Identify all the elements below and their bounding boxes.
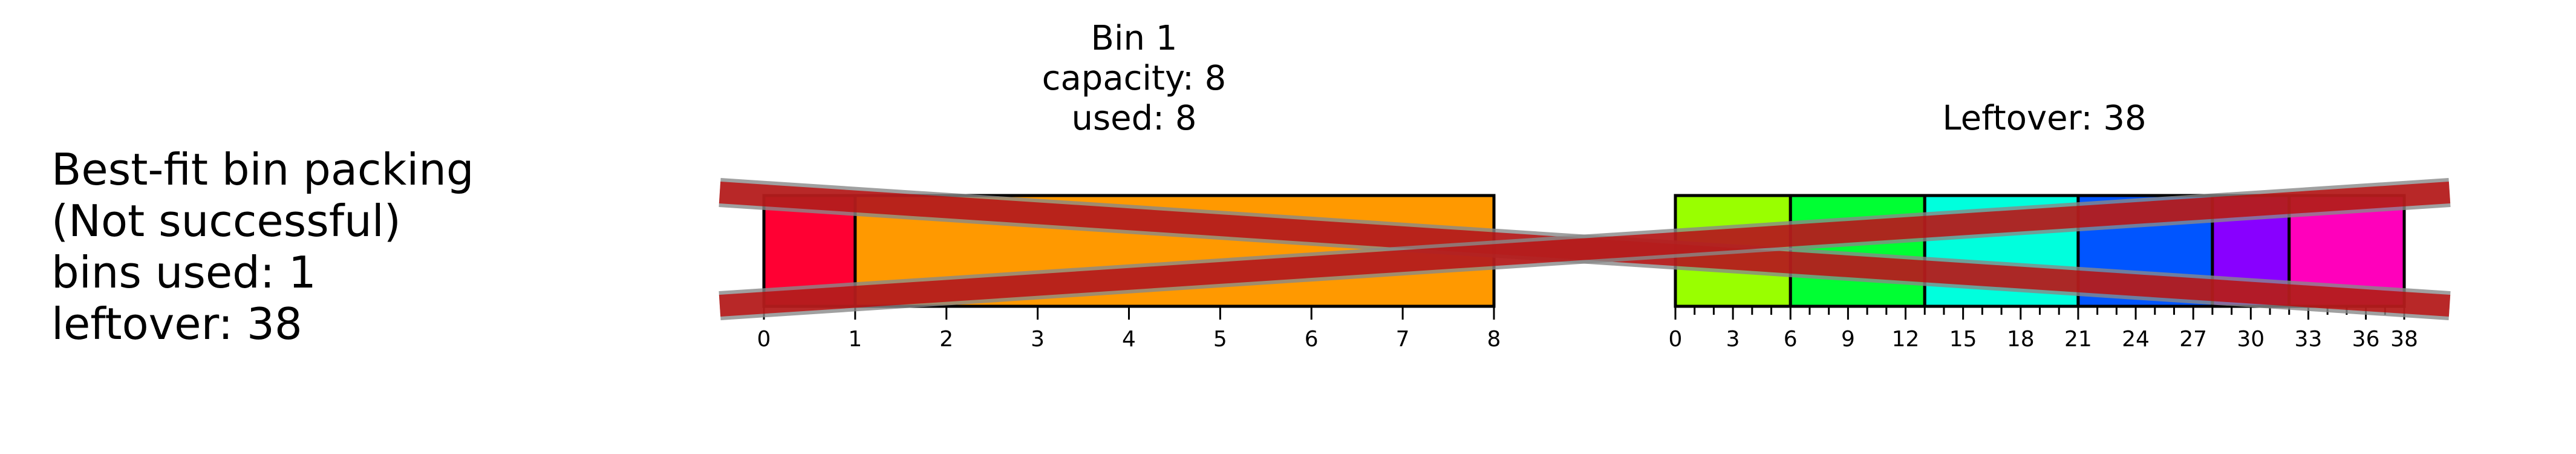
- bin-1-title: Bin 1: [1091, 19, 1178, 58]
- bin-1-used: used: 8: [1072, 99, 1197, 138]
- bin-1-axis: 0 1 2 3 4 5 6 7 8: [757, 306, 1501, 352]
- failure-cross-mark: [719, 178, 2451, 320]
- bin-1-tick-label-3: 3: [1031, 327, 1045, 352]
- bin-1-tick-label-1: 1: [848, 327, 862, 352]
- leftover-tick-label-6: 6: [1784, 327, 1798, 352]
- leftover-tick-label-21: 21: [2064, 327, 2092, 352]
- summary-title: Best-fit bin packing: [51, 144, 474, 195]
- leftover-tick-label-15: 15: [1949, 327, 1977, 352]
- leftover-title: Leftover: 38: [1942, 99, 2146, 138]
- bin-1-tick-label-7: 7: [1396, 327, 1410, 352]
- leftover-tick-label-18: 18: [2007, 327, 2035, 352]
- bin-1-tick-label-6: 6: [1305, 327, 1319, 352]
- leftover-tick-label-38: 38: [2390, 327, 2418, 352]
- bin-1-header: Bin 1 capacity: 8 used: 8: [1042, 19, 1227, 138]
- summary-status: (Not successful): [51, 196, 401, 246]
- failure-band-2: [719, 182, 2451, 317]
- bin-1-tick-label-2: 2: [939, 327, 953, 352]
- leftover-tick-label-33: 33: [2295, 327, 2323, 352]
- leftover-tick-label-36: 36: [2352, 327, 2380, 352]
- leftover-tick-label-27: 27: [2179, 327, 2207, 352]
- leftover-tick-label-24: 24: [2122, 327, 2150, 352]
- leftover-tick-label-30: 30: [2237, 327, 2265, 352]
- leftover-tick-label-12: 12: [1892, 327, 1920, 352]
- leftover-tick-label-0: 0: [1669, 327, 1683, 352]
- summary-leftover: leftover: 38: [51, 298, 302, 349]
- leftover-tick-label-3: 3: [1726, 327, 1740, 352]
- bin-1-tick-label-5: 5: [1213, 327, 1227, 352]
- bin-1-capacity: capacity: 8: [1042, 59, 1227, 98]
- summary-block: Best-fit bin packing (Not successful) bi…: [51, 144, 474, 349]
- bin-1-tick-label-8: 8: [1487, 327, 1501, 352]
- summary-bins-used: bins used: 1: [51, 247, 316, 298]
- bin-1-tick-label-4: 4: [1122, 327, 1136, 352]
- leftover-tick-label-9: 9: [1841, 327, 1855, 352]
- bin-1-tick-label-0: 0: [757, 327, 771, 352]
